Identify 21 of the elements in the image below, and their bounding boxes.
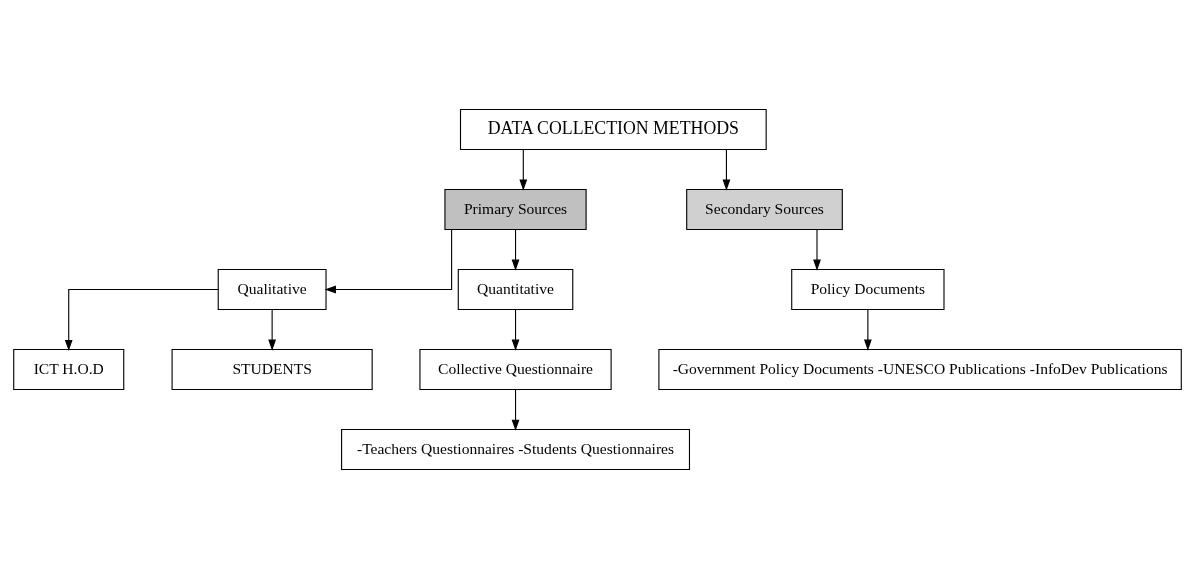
arrow [863, 308, 872, 351]
node-box: Collective Questionnaire [419, 348, 612, 390]
arrow [268, 308, 277, 351]
arrow [519, 148, 528, 191]
node-box: DATA COLLECTION METHODS [459, 108, 767, 150]
arrow [722, 148, 731, 191]
node-box: -Teachers Questionnaires -Students Questionnaires [341, 428, 691, 470]
arrow [511, 388, 520, 431]
arrow [511, 228, 520, 271]
node-box: Quantitative [457, 268, 574, 310]
node-box: Policy Documents [791, 268, 945, 310]
arrow [64, 288, 219, 351]
arrow [813, 228, 821, 271]
arrow [511, 308, 520, 351]
node-box: Secondary Sources [686, 188, 843, 230]
node-box: ICT H.O.D [13, 348, 125, 390]
node-box: Primary Sources [444, 188, 587, 230]
arrow [324, 228, 453, 293]
node-box: Qualitative [217, 268, 327, 310]
node-box: STUDENTS [171, 348, 373, 390]
node-box: -Government Policy Documents -UNESCO Publications -InfoDev Publications [658, 348, 1182, 390]
